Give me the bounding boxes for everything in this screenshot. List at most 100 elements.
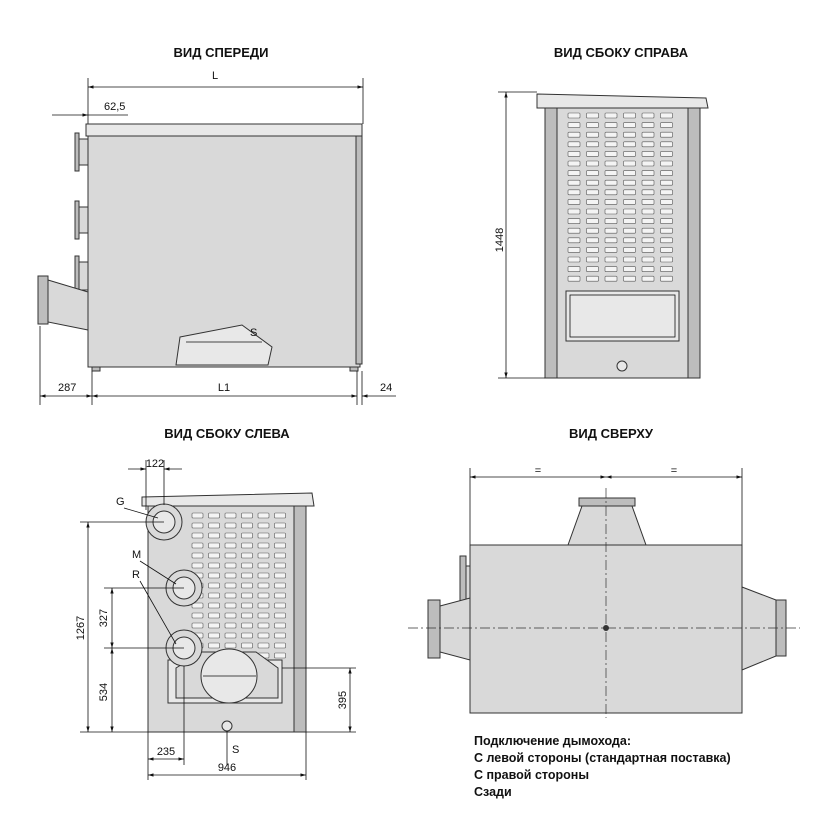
vent-slot [224,602,237,609]
vent-slot [191,512,204,519]
vent-slot [208,572,220,579]
vent-slot [660,208,673,215]
dim-1267-label: 1267 [75,616,87,640]
vent-slot [257,542,270,549]
vent-slot [224,512,237,519]
vent-slot [604,112,618,119]
vent-slot [586,218,599,224]
vent-slot [604,247,618,253]
vent-slot [224,592,237,599]
vent-slot [567,131,581,138]
vent-slot [208,632,220,639]
vent-slot [660,275,673,282]
vent-slot [660,122,673,128]
vent-slot [208,542,220,549]
vent-slot [567,160,581,167]
vent-slot [567,179,581,186]
vent-slot [191,532,204,539]
vent-slot [257,532,270,539]
vent-slot [224,612,237,619]
vent-slot [241,552,253,559]
eq-right-label: = [671,465,677,477]
vent-slot [567,112,581,119]
vent-slot [641,218,655,224]
vent-slot [274,572,286,579]
note-line-1: Подключение дымохода: [474,734,631,748]
vent-slot [257,642,270,649]
vent-slot [208,582,220,589]
vent-slot [567,199,581,205]
vent-slot [604,151,618,157]
top-right-flue [741,586,777,671]
vent-slot [623,256,636,263]
vent-slot [274,532,286,539]
vent-slot [623,151,636,157]
vent-slot [208,622,220,629]
vent-slot [567,189,581,196]
top-left-flue [439,597,471,661]
vent-slot [604,131,618,138]
vent-slot [586,131,599,138]
vent-slot [660,218,673,224]
vent-slot [660,256,673,263]
dim-235-label: 235 [157,746,175,758]
vent-slot [208,612,220,619]
note-line-3: С правой стороны [474,768,589,782]
vent-slot [567,237,581,244]
vent-slot [623,275,636,282]
left-drain-S [221,720,233,732]
vent-slot [241,542,253,549]
vent-slot [623,227,636,234]
vent-slot [241,532,253,539]
front-label-S: S [250,327,257,339]
dim-395-label: 395 [337,691,349,709]
vent-slot [257,622,270,629]
vent-slot [623,208,636,215]
vent-slot [567,170,581,176]
vent-slot [224,562,237,569]
vent-slot [586,170,599,176]
vent-slot [208,522,220,529]
vent-slot [604,266,618,272]
vent-slot [604,141,618,148]
vent-slot [623,179,636,186]
vent-slot [208,512,220,519]
vent-slot [586,179,599,186]
vent-slot [623,170,636,176]
front-boiler-body [87,123,361,368]
dim-327-label: 327 [98,609,110,627]
front-view-title: ВИД СПЕРЕДИ [174,45,269,60]
vent-slot [604,237,618,244]
vent-slot [660,266,673,272]
vent-slot [241,612,253,619]
front-view: ВИД СПЕРЕДИ L 62,5 S [37,45,396,405]
vent-slot [567,151,581,157]
vent-slot [586,275,599,282]
vent-slot [623,160,636,167]
dim-287-label: 287 [58,382,76,394]
vent-slot [586,237,599,244]
vent-slot [604,170,618,176]
vent-slot [586,247,599,253]
vent-slot [567,275,581,282]
vent-slot [641,170,655,176]
vent-slot [208,552,220,559]
vent-slot [586,256,599,263]
vent-slot [604,218,618,224]
right-vent-slots [567,112,673,282]
vent-slot [274,602,286,609]
front-burner-opening [175,324,273,366]
vent-slot [208,592,220,599]
vent-slot [241,592,253,599]
right-drain-S [616,360,628,372]
vent-slot [257,572,270,579]
top-view-title: ВИД СВЕРХУ [569,426,654,441]
vent-slot [623,247,636,253]
vent-slot [567,247,581,253]
dim-L-label: L [212,70,218,82]
vent-slot [586,160,599,167]
vent-slot [641,208,655,215]
note-line-2: С левой стороны (стандартная поставка) [474,751,731,765]
vent-slot [660,112,673,119]
